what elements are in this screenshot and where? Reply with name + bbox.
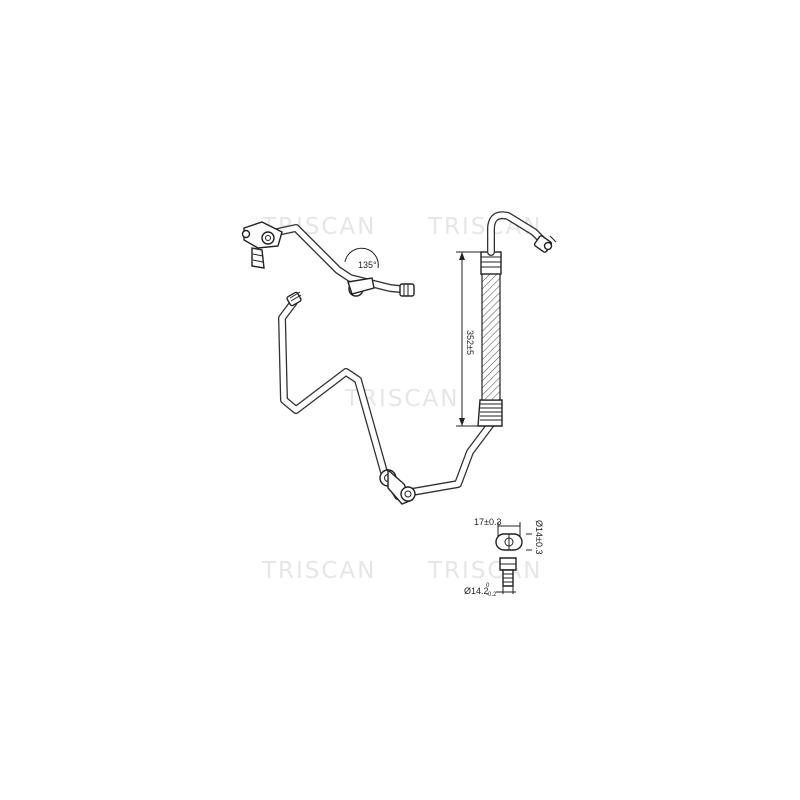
length-label: 352±5 [465,330,475,355]
thread-tolerance-upper: 0 [486,583,490,589]
hose-ferrule-lower [477,399,503,427]
fitting-upper-right [533,235,557,253]
angle-label: 135° [358,260,377,270]
banjo-fitting-lower [379,468,416,505]
length-dimension: 352±5 [456,251,482,427]
pipe-end-connector-upper [399,283,415,297]
main-pipe-assembly: 352±5 [278,211,557,505]
angle-dimension: 135° [344,247,379,270]
threaded-fitting-front [499,557,517,587]
threaded-end-left [286,291,302,307]
pipe-clamp-upper [347,277,375,297]
thread-label: Ø14.2 [464,586,489,596]
watermark-bottom-right: TRISCAN [427,558,542,584]
fitting-bore-label: Ø14±0.3 [534,520,544,554]
hose-ferrule-upper [480,251,502,275]
thread-tolerance-lower: -0.2 [486,592,497,598]
watermark-bottom-left: TRISCAN [261,558,376,584]
upper-detail-pipe: 135° [241,221,415,297]
braided-hose [481,271,501,401]
fitting-width-label: 17±0.3 [474,517,501,527]
banjo-fitting-upper [241,221,283,269]
fitting-detail: 17±0.3 Ø14±0.3 Ø14.2 0 -0.2 [464,517,544,598]
